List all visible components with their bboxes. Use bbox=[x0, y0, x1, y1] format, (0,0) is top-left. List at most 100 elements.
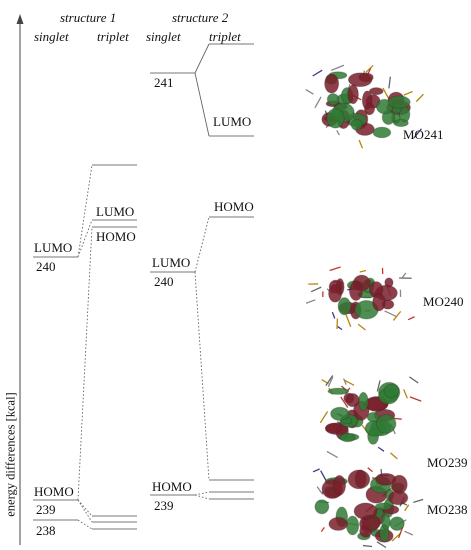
bond-stick bbox=[404, 504, 410, 512]
orbital-lobe bbox=[330, 406, 350, 421]
bond-stick bbox=[409, 396, 422, 402]
orbital-lobe bbox=[387, 95, 411, 109]
orbital-lobe bbox=[358, 72, 374, 83]
bond-stick bbox=[357, 323, 366, 331]
orbital-lobe bbox=[324, 73, 340, 94]
bond-stick bbox=[365, 64, 374, 74]
s1-singlet-lumo-label: LUMO bbox=[34, 240, 73, 255]
bond-stick bbox=[310, 286, 322, 293]
s2-singlet-header: singlet bbox=[146, 29, 181, 44]
y-axis-label: energy differences [kcal] bbox=[3, 392, 18, 517]
s1-singlet-homo-label: HOMO bbox=[34, 484, 74, 499]
bond-stick bbox=[345, 314, 352, 328]
s1-singlet-239-label: 239 bbox=[36, 502, 56, 517]
bond-stick bbox=[403, 389, 408, 399]
bond-stick bbox=[316, 486, 324, 495]
s1-singlet-header: singlet bbox=[34, 29, 69, 44]
s2-triplet-header: triplet bbox=[209, 29, 241, 44]
structure2-header: structure 2 bbox=[172, 10, 229, 25]
bond-stick bbox=[390, 452, 398, 460]
orbital-lobe bbox=[364, 102, 376, 116]
orbital-lobe bbox=[345, 393, 360, 408]
mo241-image bbox=[305, 64, 424, 149]
bond-stick bbox=[343, 378, 347, 385]
bond-stick bbox=[336, 325, 343, 331]
bond-stick bbox=[331, 311, 336, 319]
energy-axis bbox=[16, 14, 24, 545]
s1-triplet-homo-label: HOMO bbox=[96, 229, 136, 244]
orbital-lobe bbox=[337, 297, 352, 316]
s1-singlet-238-label: 238 bbox=[36, 523, 56, 538]
orbital-lobe bbox=[366, 411, 380, 423]
orbital-lobe bbox=[374, 502, 392, 511]
bond-stick bbox=[404, 530, 414, 536]
orbital-lobe bbox=[388, 490, 409, 506]
bond-stick bbox=[336, 130, 340, 136]
bond-stick bbox=[401, 272, 407, 278]
s2-triplet-lumo-label: LUMO bbox=[213, 114, 252, 129]
structure1-header: structure 1 bbox=[60, 10, 117, 25]
bond-stick bbox=[325, 375, 334, 387]
bond-stick bbox=[320, 527, 325, 532]
bond-stick bbox=[359, 269, 367, 273]
bond-stick bbox=[327, 376, 334, 388]
s1-singlet-levels bbox=[33, 256, 78, 521]
bond-stick bbox=[344, 379, 355, 386]
bond-stick bbox=[319, 411, 329, 424]
bond-stick bbox=[384, 310, 397, 318]
orbital-lobe bbox=[368, 87, 384, 96]
orbital-lobe bbox=[347, 84, 359, 105]
orbital-lobe bbox=[393, 118, 409, 128]
orbital-lobe bbox=[314, 499, 330, 515]
bond-stick bbox=[413, 128, 422, 139]
bond-stick bbox=[377, 446, 385, 452]
s2-triplet-levels bbox=[209, 43, 254, 500]
orbital-lobe bbox=[332, 474, 347, 496]
orbital-lobe bbox=[354, 469, 367, 489]
bond-stick bbox=[409, 376, 419, 384]
s1-singlet-240-label: 240 bbox=[36, 259, 56, 274]
orbital-lobe bbox=[375, 472, 397, 486]
mo241-label: MO241 bbox=[403, 127, 444, 142]
bond-stick bbox=[376, 380, 381, 392]
s2-singlet-240-label: 240 bbox=[154, 274, 174, 289]
orbital-lobe bbox=[358, 391, 369, 412]
orbital-lobe bbox=[383, 383, 400, 399]
bond-stick bbox=[407, 316, 415, 321]
s2-connectors bbox=[194, 43, 210, 137]
s2-singlet-239-label: 239 bbox=[154, 498, 174, 513]
s1-triplet-header: triplet bbox=[97, 29, 129, 44]
s1-connectors bbox=[77, 164, 93, 530]
orbital-lobe bbox=[353, 502, 378, 520]
orbital-lobe bbox=[326, 108, 345, 129]
bond-stick bbox=[362, 544, 373, 548]
s1-triplet-levels bbox=[92, 164, 137, 530]
orbital-lobe bbox=[350, 118, 363, 131]
s2-singlet-homo-label: HOMO bbox=[152, 479, 192, 494]
bond-stick bbox=[415, 93, 424, 103]
bond-stick bbox=[329, 266, 341, 272]
orbital-lobe bbox=[375, 413, 397, 434]
orbital-lobe bbox=[339, 432, 356, 443]
orbital-lobe bbox=[326, 93, 340, 106]
mo238-image bbox=[312, 467, 424, 549]
mo240-image bbox=[305, 266, 415, 331]
bond-stick bbox=[367, 467, 373, 473]
orbital-lobe bbox=[324, 422, 342, 434]
orbital-lobe bbox=[327, 387, 350, 395]
s2-singlet-lumo-label: LUMO bbox=[152, 255, 191, 270]
bond-stick bbox=[392, 310, 402, 321]
bond-stick bbox=[340, 396, 349, 408]
bond-stick bbox=[398, 526, 404, 539]
bond-stick bbox=[320, 470, 327, 482]
mo238-label: MO238 bbox=[427, 502, 468, 517]
bond-stick bbox=[388, 76, 392, 89]
orbital-lobe bbox=[328, 516, 349, 531]
bond-stick bbox=[326, 450, 339, 459]
bond-stick bbox=[358, 139, 364, 149]
bond-stick bbox=[314, 96, 322, 109]
s2-triplet-homo-label: HOMO bbox=[214, 199, 254, 214]
s2-singlet-levels bbox=[150, 72, 195, 496]
bond-stick bbox=[305, 89, 314, 95]
